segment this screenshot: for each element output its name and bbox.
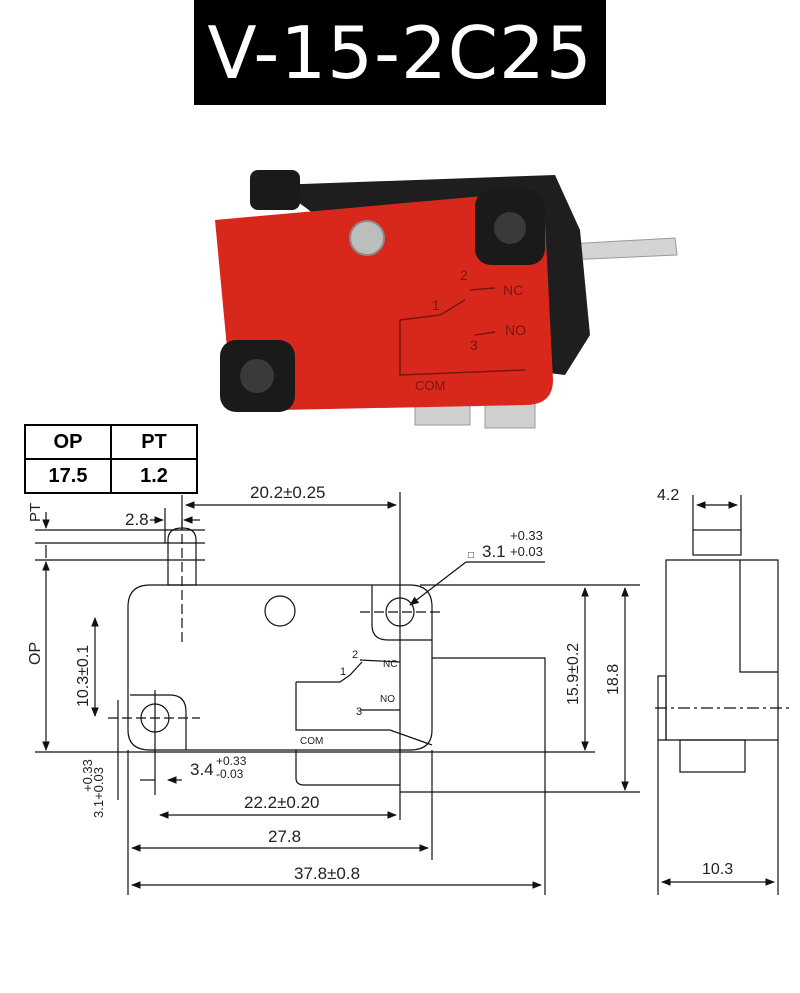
side-view xyxy=(655,495,790,895)
photo-com-label: COM xyxy=(415,378,445,393)
dim-top-width: 20.2±0.25 xyxy=(250,483,326,502)
table-value-op: 17.5 xyxy=(24,458,112,494)
dim-height-total: 18.8 xyxy=(605,664,622,695)
photo-pin-1: 1 xyxy=(432,297,440,313)
dim-op-label: OP xyxy=(27,642,44,665)
table-value-row: 17.5 1.2 xyxy=(24,458,198,494)
diagram-pin-2: 2 xyxy=(352,649,358,661)
terminal-right xyxy=(432,657,546,692)
dim-hole-bottom-tol: +0.33 xyxy=(80,759,95,792)
dim-hole-offset: 3.4 xyxy=(190,760,214,779)
dim-body-width: 27.8 xyxy=(268,827,301,846)
lever-outline xyxy=(167,527,197,586)
dim-hole-spacing-h: 22.2±0.20 xyxy=(244,793,320,812)
side-body xyxy=(665,559,779,741)
front-body-outline xyxy=(127,584,433,751)
switch-red-face xyxy=(215,194,553,411)
diagram-no: NO xyxy=(380,694,395,705)
dim-hole-top-tol-minus: +0.03 xyxy=(510,544,543,559)
mount-hole-bottom xyxy=(240,359,274,393)
diagram-pin-3: 3 xyxy=(356,706,362,718)
hole-bracket-top xyxy=(371,585,432,641)
dim-side-width: 10.3 xyxy=(702,861,733,878)
side-actuator xyxy=(692,529,742,556)
photo-nc-label: NC xyxy=(503,282,523,298)
actuator-top xyxy=(250,170,300,210)
diagram-nc: NC xyxy=(383,659,397,670)
dim-side-top: 4.2 xyxy=(657,487,679,504)
table-header-row: OP PT xyxy=(24,424,198,460)
table-header-op: OP xyxy=(24,424,112,460)
terminal-bottom xyxy=(295,750,400,786)
dim-hole-top-square: □ xyxy=(468,550,474,561)
actuator-pin xyxy=(349,220,385,256)
mount-hole-top xyxy=(494,212,526,244)
embossed-schematic xyxy=(399,287,526,376)
dim-hole-top: 3.1 xyxy=(482,542,506,561)
dim-overall-width: 37.8±0.8 xyxy=(294,864,360,883)
dim-hole-offset-tol-plus: +0.33 xyxy=(216,754,247,768)
product-title: V-15-2C25 xyxy=(194,0,606,105)
photo-pin-2: 2 xyxy=(460,267,468,283)
table-value-pt: 1.2 xyxy=(110,458,198,494)
product-title-text: V-15-2C25 xyxy=(207,10,593,95)
dim-height-inner: 15.9±0.2 xyxy=(565,643,582,705)
dim-lever-offset: 2.8 xyxy=(125,510,149,529)
photo-no-label: NO xyxy=(505,322,526,338)
dimension-drawing: 20.2±0.25 2.8 PT OP □ 3.1 +0.33 +0.03 10… xyxy=(27,483,790,895)
hole-bracket-bottom xyxy=(130,694,187,750)
op-pt-table: OP PT 17.5 1.2 xyxy=(24,424,198,494)
diagram-com: COM xyxy=(300,736,323,747)
diagram-pin-1: 1 xyxy=(340,666,346,678)
dim-hole-offset-tol-minus: -0.03 xyxy=(216,767,244,781)
front-hole-center xyxy=(264,595,296,627)
switch-photo: 2 1 3 NC NO COM xyxy=(215,170,678,429)
dim-hole-top-tol-plus: +0.33 xyxy=(510,528,543,543)
table-header-pt: PT xyxy=(110,424,198,460)
dim-hole-spacing-v: 10.3±0.1 xyxy=(75,645,92,707)
dim-pt-label: PT xyxy=(27,503,44,522)
internal-schematic xyxy=(295,659,433,746)
dim-hole-bottom: 3.1+0.03 xyxy=(91,767,106,818)
photo-pin-3: 3 xyxy=(470,337,478,353)
